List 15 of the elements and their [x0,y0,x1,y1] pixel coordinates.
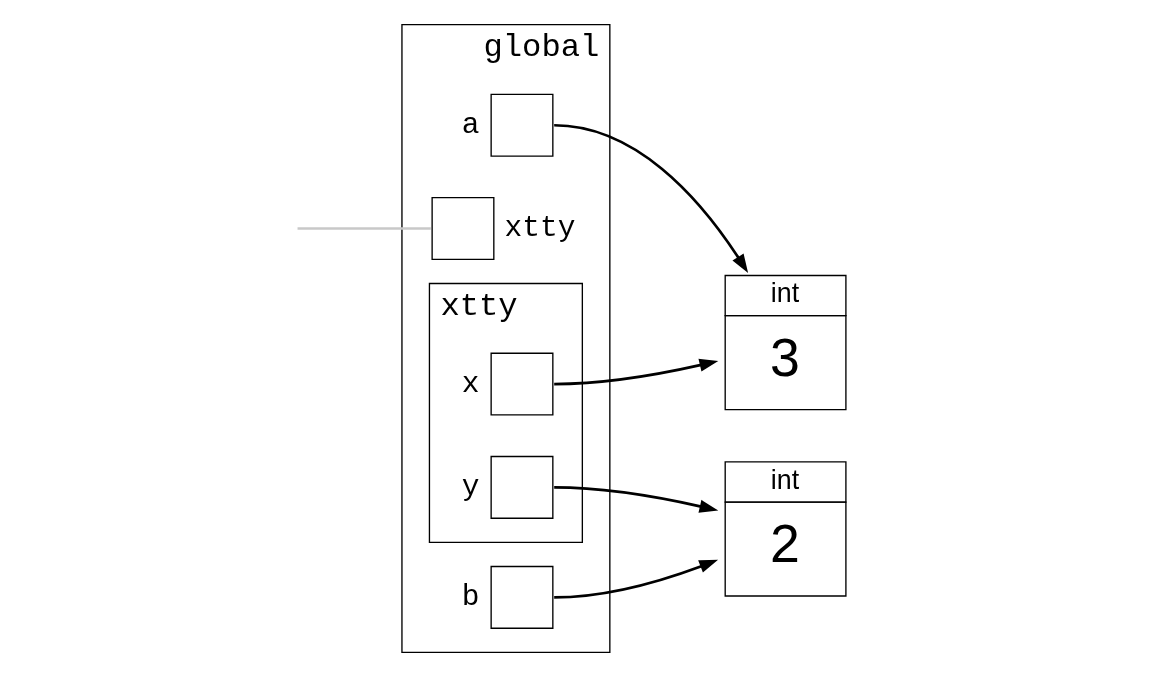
node-label: y [461,469,479,504]
arrow [553,123,748,273]
arrow [553,559,718,599]
node-box [489,352,553,416]
node-box [489,565,553,629]
node-label: b [461,579,479,614]
node-box [430,197,494,261]
node-label: a [461,107,479,142]
node-box [489,93,553,157]
arrow [553,358,718,386]
node-box [489,455,553,519]
node-label: x [461,366,479,401]
connector [297,227,431,230]
arrow [553,486,718,513]
node-label: xtty [504,211,575,246]
